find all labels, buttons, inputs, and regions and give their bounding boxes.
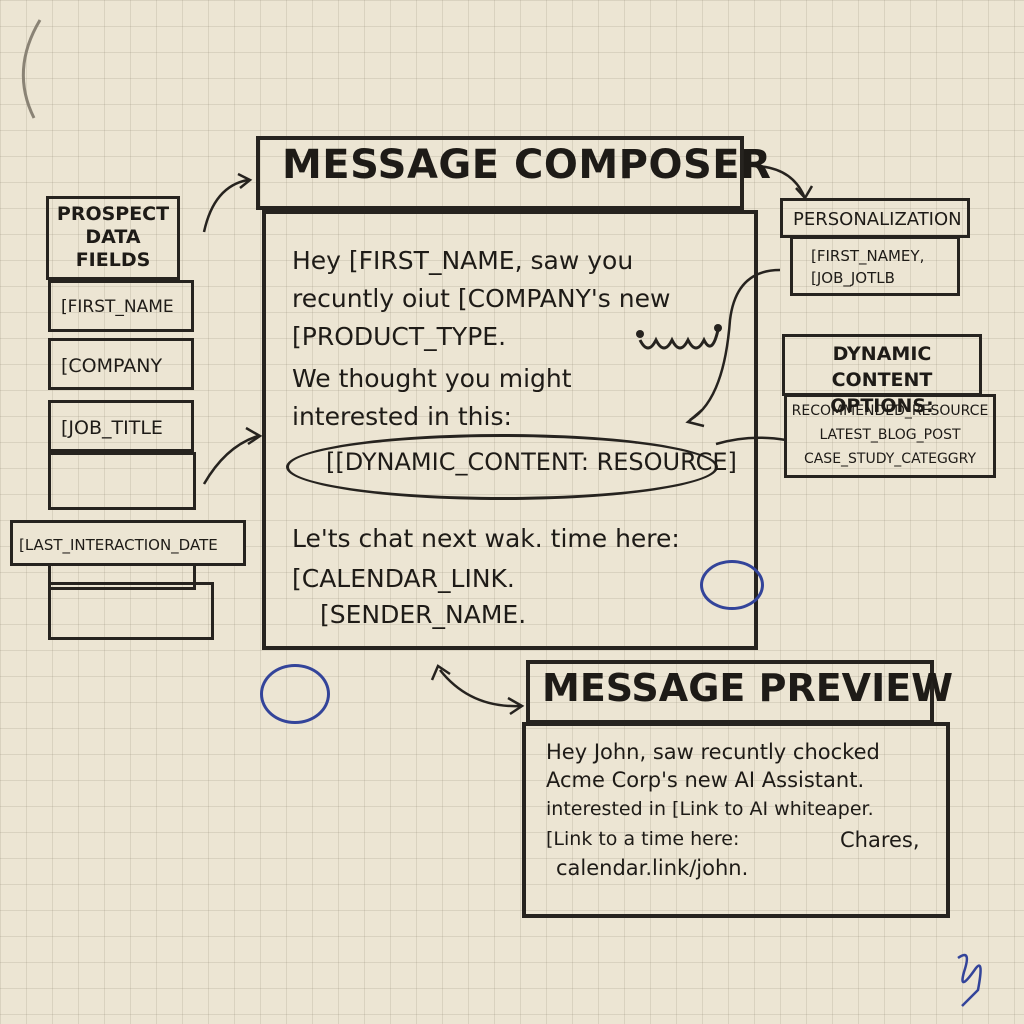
option-latest-blog-post[interactable]: LATEST_BLOG_POST — [819, 427, 961, 443]
field-last-interaction-label: [LAST_INTERACTION_DATE — [19, 536, 218, 554]
preview-line-2: Acme Corp's new AI Assistant. — [546, 768, 865, 792]
composer-line-2: recuntly oiut [COMPANY's new — [292, 284, 671, 313]
personalization-header: PERSONALIZATION — [780, 198, 970, 238]
option-case-study-category[interactable]: CASE_STUDY_CATEGGRY — [803, 451, 977, 467]
preview-title: MESSAGE PREVIEW — [542, 666, 954, 710]
prospect-title-line3: FIELDS — [75, 249, 151, 271]
composer-line-7: Le'ts chat next wak. time here: — [292, 524, 680, 553]
composer-line-4: We thought you might — [292, 364, 572, 393]
preview-line-3: interested in [Link to AI whiteaper. — [546, 798, 874, 820]
blue-circle-doodle-2 — [260, 664, 330, 724]
composer-line-5: interested in this: — [292, 402, 512, 431]
arrow-prospect-to-composer — [202, 178, 249, 233]
field-job-title-label: [JOB_TITLE — [61, 417, 163, 439]
signature-scribble — [957, 953, 982, 1007]
arrow-composer-to-preview — [439, 669, 521, 708]
field-last-interaction-date[interactable]: [LAST_INTERACTION_DATE — [10, 520, 246, 566]
dynamic-content-placeholder[interactable] — [286, 434, 718, 500]
composer-title: MESSAGE COMPOSER — [282, 142, 772, 188]
personalization-token-1: [FIRST_NAMEY, — [811, 247, 925, 265]
composer-line-8: [CALENDAR_LINK. — [292, 564, 515, 593]
field-first-name[interactable]: [FIRST_NAME — [48, 280, 194, 332]
prospect-data-fields-title: PROSPECT DATA FIELDS — [46, 196, 180, 280]
field-empty-2[interactable] — [48, 582, 214, 640]
dynamic-options-list[interactable]: RECOMMENDED_RESOURCE LATEST_BLOG_POST CA… — [784, 394, 996, 478]
composer-line-9: [SENDER_NAME. — [320, 600, 527, 629]
preview-line-5: Chares, — [840, 828, 920, 852]
prospect-title-line2: DATA — [85, 226, 141, 248]
preview-body — [522, 722, 950, 918]
composer-line-3: [PRODUCT_TYPE. — [292, 322, 507, 351]
personalization-title: PERSONALIZATION — [793, 209, 962, 230]
dynamic-content-label: [[DYNAMIC_CONTENT: RESOURCE] — [326, 448, 737, 476]
preview-line-6: calendar.link/john. — [556, 856, 749, 880]
dynamic-options-header: DYNAMIC CONTENT OPTIONS: — [782, 334, 982, 417]
margin-arc — [21, 19, 42, 119]
dynamic-options-title-1: DYNAMIC CONTENT — [831, 343, 933, 391]
field-empty-1[interactable] — [48, 452, 196, 510]
composer-line-1: Hey [FIRST_NAME, saw you — [292, 246, 634, 275]
personalization-tokens[interactable]: [FIRST_NAMEY, [JOB_JOTLB — [790, 236, 960, 296]
field-company[interactable]: [COMPANY — [48, 338, 194, 390]
preview-line-1: Hey John, saw recuntly chocked — [546, 740, 880, 764]
dynamic-options-title-2: OPTIONS: — [830, 395, 934, 417]
field-company-label: [COMPANY — [61, 355, 163, 377]
blue-circle-doodle — [700, 560, 764, 610]
personalization-token-2: [JOB_JOTLB — [811, 269, 895, 287]
field-job-title[interactable]: [JOB_TITLE — [48, 400, 194, 452]
prospect-title-line1: PROSPECT — [56, 203, 170, 225]
arrow-field-to-composer — [202, 434, 259, 485]
composer-body[interactable] — [262, 210, 758, 650]
composer-header — [256, 136, 744, 210]
field-first-name-label: [FIRST_NAME — [61, 297, 174, 317]
preview-line-4: [Link to a time here: — [546, 828, 740, 850]
option-recommended-resource[interactable]: RECOMMENDED_RESOURCE — [791, 403, 989, 419]
